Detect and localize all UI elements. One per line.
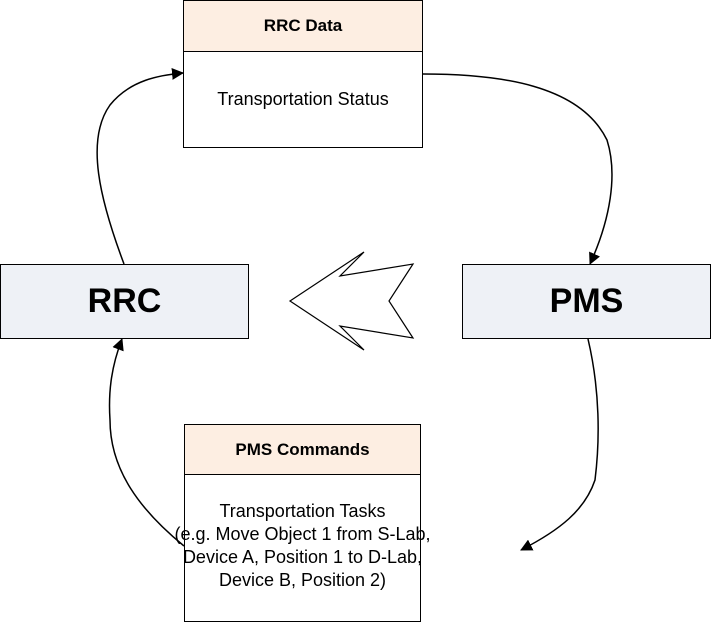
edge-pms-commands-to-rrc [108, 338, 185, 547]
rrc-data-body: Transportation Status [184, 52, 422, 147]
pms-commands-body-line: (e.g. Move Object 1 from S-Lab, [174, 524, 431, 544]
pms-commands-header: PMS Commands [185, 425, 420, 475]
edge-rrc-data-to-pms [422, 73, 613, 265]
rrc-data-header: RRC Data [184, 1, 422, 52]
pms-commands-title: PMS Commands [235, 439, 370, 459]
rrc-data-body-line: Transportation Status [217, 89, 389, 109]
edge-pms-to-pms-commands [520, 338, 599, 551]
pms-commands-body: Transportation Tasks (e.g. Move Object 1… [174, 475, 431, 621]
pms-commands-box: PMS Commands Transportation Tasks (e.g. … [174, 424, 431, 622]
hollow-block-arrow-icon [288, 251, 415, 351]
pms-commands-body-line: Transportation Tasks [219, 501, 386, 521]
rrc-data-box: RRC Data Transportation Status [183, 0, 423, 148]
edge-rrc-to-rrc-data [96, 67, 184, 265]
pms-commands-body-line: Device A, Position 1 to D-Lab, [182, 547, 423, 567]
pms-commands-body-line: Device B, Position 2) [218, 570, 387, 590]
rrc-data-title: RRC Data [263, 16, 343, 35]
rrc-label: RRC [87, 282, 162, 320]
rrc-node: RRC [0, 264, 249, 339]
pms-label: PMS [549, 282, 624, 320]
